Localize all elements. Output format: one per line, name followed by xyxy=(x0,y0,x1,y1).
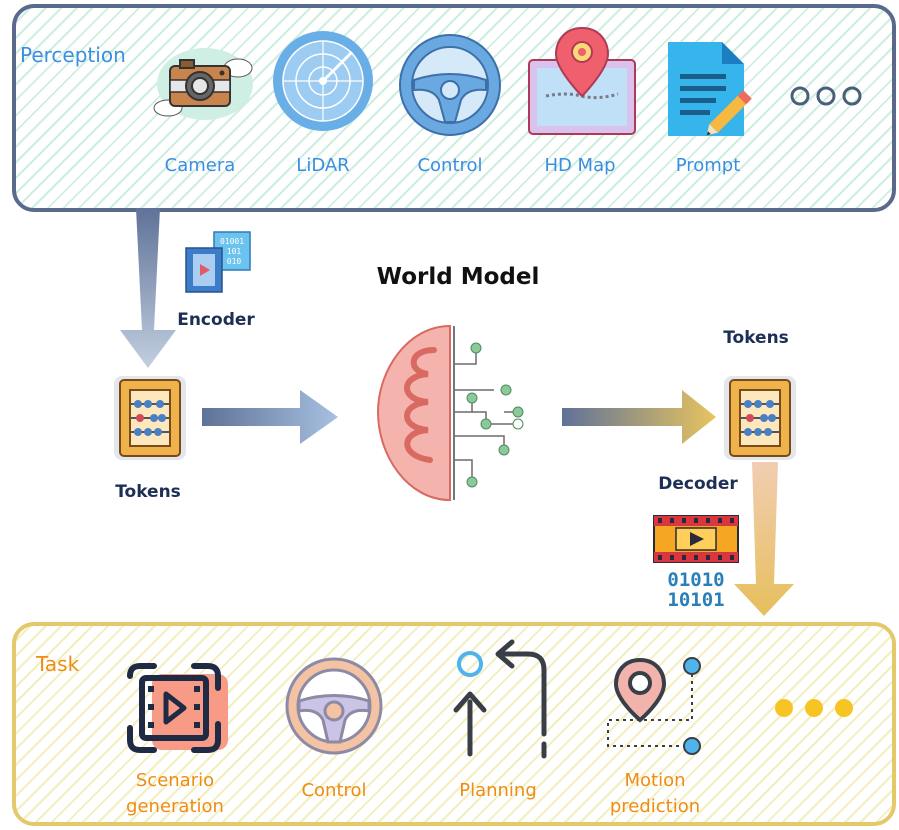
route-arrows-icon xyxy=(453,639,547,759)
perception-label-camera: Camera xyxy=(164,155,236,176)
task-label-motion: Motion prediction xyxy=(609,770,701,817)
perception-label-lidar: LiDAR xyxy=(296,155,350,176)
brain-circuit-icon xyxy=(376,324,524,502)
svg-text:010: 010 xyxy=(227,257,242,266)
encoder-label: Encoder xyxy=(177,310,255,330)
map-pin-icon xyxy=(528,26,636,135)
perception-title: Perception xyxy=(20,43,126,67)
encoder-icon: 01001 101 010 xyxy=(185,231,251,293)
perception-label-control: Control xyxy=(417,155,483,176)
task-label-planning: Planning xyxy=(459,780,537,801)
camera-icon xyxy=(153,48,253,120)
world-model-title: World Model xyxy=(376,264,540,290)
ellipsis-icon xyxy=(775,699,853,717)
svg-text:10101: 10101 xyxy=(667,589,724,611)
video-play-icon xyxy=(127,663,228,753)
radar-icon xyxy=(273,31,373,131)
decoder-label: Decoder xyxy=(658,474,738,494)
svg-text:01001: 01001 xyxy=(220,237,244,246)
svg-text:101: 101 xyxy=(227,247,242,256)
ellipsis-icon xyxy=(790,86,862,106)
abacus-icon xyxy=(114,376,186,460)
task-label-scenario: Scenario generation xyxy=(126,770,224,817)
steering-wheel-icon xyxy=(399,34,501,136)
perception-label-prompt: Prompt xyxy=(675,155,741,176)
svg-text:01010: 01010 xyxy=(667,569,724,591)
video-binary-icon: 01010 10101 xyxy=(653,515,739,611)
steering-wheel-icon xyxy=(285,657,383,755)
task-title: Task xyxy=(36,652,80,676)
tokens-in-label: Tokens xyxy=(115,482,181,502)
document-pencil-icon xyxy=(668,42,752,136)
task-label-control: Control xyxy=(301,780,367,801)
tokens-out-label: Tokens xyxy=(723,328,789,348)
perception-label-hdmap: HD Map xyxy=(544,155,616,176)
location-path-icon xyxy=(607,657,701,755)
abacus-icon xyxy=(724,376,796,460)
